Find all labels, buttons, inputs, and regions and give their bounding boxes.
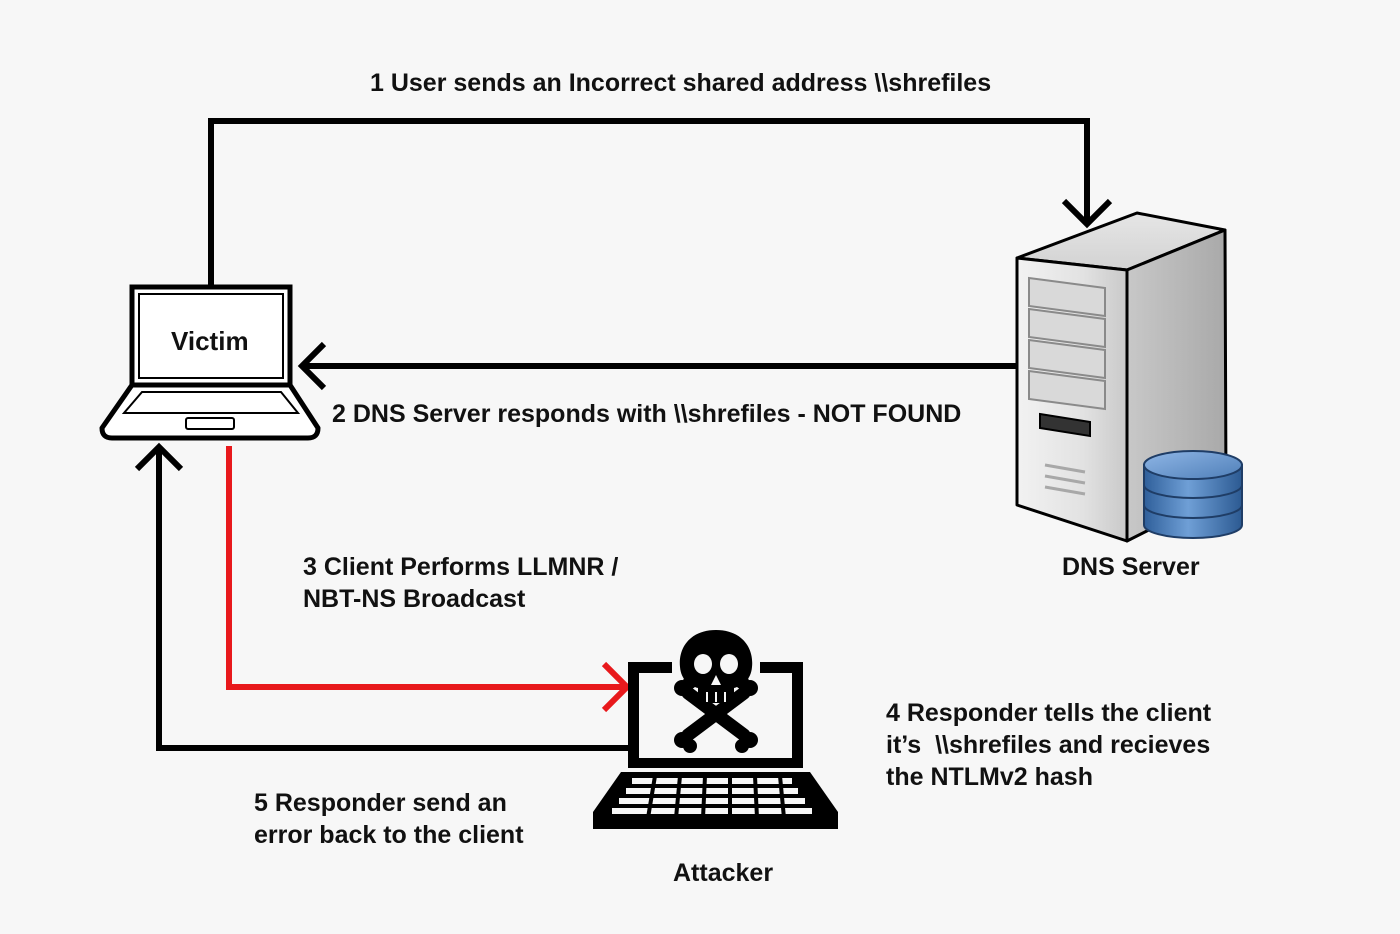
arrow-step1 xyxy=(208,118,1113,285)
step5-line: error back to the client xyxy=(254,821,524,849)
dns-server-icon xyxy=(1015,211,1228,543)
step4-line: it’s \\shrefiles and recieves xyxy=(886,731,1211,759)
arrow-step3-broadcast xyxy=(226,446,632,713)
step4-line: 4 Responder tells the client xyxy=(886,699,1212,727)
step5-line: 5 Responder send an xyxy=(254,789,507,817)
victim-laptop-icon xyxy=(99,284,321,441)
arrow-step2 xyxy=(297,341,1016,391)
step3-line: NBT-NS Broadcast xyxy=(303,585,526,613)
step5-label: 5 Responder send an error back to the cl… xyxy=(254,787,524,851)
skull-icon xyxy=(674,630,758,753)
attacker-label: Attacker xyxy=(673,859,774,887)
dns-server-label: DNS Server xyxy=(1062,553,1200,581)
step4-line: the NTLMv2 hash xyxy=(886,763,1093,791)
victim-label: Victim xyxy=(171,326,249,356)
arrow-step5 xyxy=(134,442,628,751)
step3-label: 3 Client Performs LLMNR / NBT-NS Broadca… xyxy=(303,551,618,615)
attacker-laptop-icon xyxy=(593,630,838,829)
step4-label: 4 Responder tells the client it’s \\shre… xyxy=(886,697,1211,793)
step3-line: 3 Client Performs LLMNR / xyxy=(303,553,619,581)
step2-label: 2 DNS Server responds with \\shrefiles -… xyxy=(332,400,962,428)
step1-label: 1 User sends an Incorrect shared address… xyxy=(370,69,992,97)
database-icon xyxy=(1143,450,1243,539)
